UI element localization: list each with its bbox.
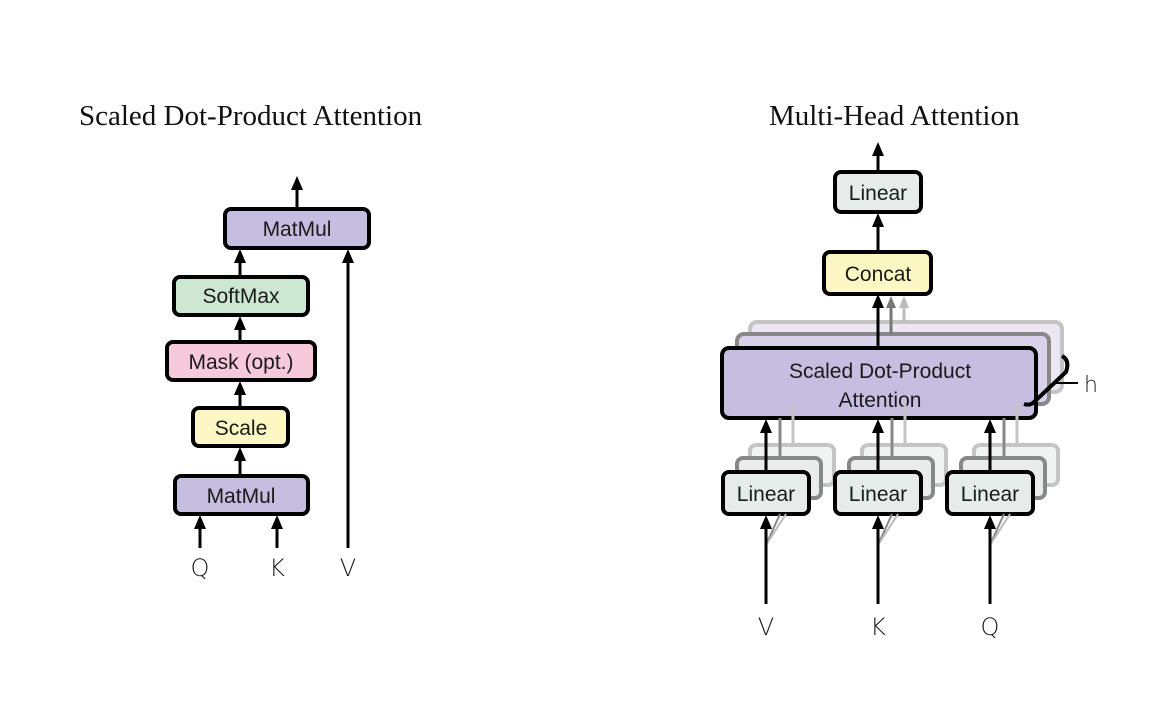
arrowhead-icon — [760, 419, 772, 433]
softmax-rect — [172, 275, 310, 317]
linear-top-block: Linear — [833, 170, 923, 214]
arrowhead-icon — [872, 142, 884, 156]
q-input-label: Q — [191, 554, 210, 582]
linear-top-label: Linear — [849, 182, 907, 205]
arrowhead-icon — [872, 419, 884, 433]
arrowhead-icon — [234, 316, 246, 330]
matmul-bottom-rect — [173, 474, 310, 516]
attention-label-line2: Attention — [839, 389, 922, 412]
matmul-bottom-block: MatMul — [173, 474, 310, 516]
softmax-block: SoftMax — [172, 275, 310, 317]
arrowhead-icon — [342, 249, 354, 263]
arrowhead-icon — [291, 176, 303, 190]
arrowhead-icon — [271, 515, 283, 529]
fan-line — [765, 513, 787, 546]
arrowhead-icon — [234, 249, 246, 263]
linear-k-block: Linear — [833, 470, 923, 516]
matmul-top-block: MatMul — [223, 207, 371, 250]
scale-label: Scale — [215, 417, 268, 440]
multi-head-attention-diagram: Linear Concat Scaled Dot-Product Attenti… — [720, 142, 1098, 641]
softmax-label: SoftMax — [202, 285, 280, 308]
arrowhead-icon — [984, 515, 996, 529]
matmul-top-label: MatMul — [263, 218, 332, 241]
concat-block: Concat — [822, 250, 933, 296]
arrowhead-icon — [234, 447, 246, 461]
mask-label: Mask (opt.) — [188, 351, 293, 374]
input-fan-lines — [765, 513, 1011, 546]
heads-brace-icon — [1023, 354, 1070, 407]
q-input-label: Q — [981, 613, 1000, 641]
concat-rect — [822, 250, 933, 296]
k-input-label: K — [870, 613, 886, 641]
scale-rect — [191, 406, 290, 448]
arrowhead-icon — [872, 213, 884, 227]
heads-label: h — [1084, 373, 1098, 398]
arrowhead-icon — [886, 296, 896, 308]
arrowhead-icon — [194, 515, 206, 529]
k-input-label: K — [269, 554, 285, 582]
arrowhead-icon — [899, 296, 909, 308]
linear-v-label: Linear — [737, 483, 795, 506]
arrowhead-icon — [984, 419, 996, 433]
concat-label: Concat — [845, 263, 912, 286]
linear-to-attention-arrows — [760, 419, 996, 472]
attention-label-line1: Scaled Dot-Product — [789, 360, 971, 383]
linear-q-label: Linear — [961, 483, 1019, 506]
v-input-label: V — [340, 554, 356, 582]
linear-top-rect — [833, 170, 923, 214]
arrowhead-icon — [234, 381, 246, 395]
arrowhead-icon — [872, 294, 884, 308]
arrowhead-icon — [872, 515, 884, 529]
attention-block: Scaled Dot-Product Attention — [720, 346, 1038, 420]
mask-rect — [165, 340, 317, 382]
scaled-dot-product-attention-diagram: MatMul SoftMax Mask (opt.) Scale — [165, 176, 371, 582]
linear-v-block: Linear — [721, 470, 811, 516]
matmul-top-rect — [223, 207, 371, 250]
mask-block: Mask (opt.) — [165, 340, 317, 382]
head-connector-lines — [778, 404, 1019, 458]
fan-line — [989, 513, 1011, 546]
left-diagram-title: Scaled Dot-Product Attention — [79, 100, 423, 132]
scale-block: Scale — [191, 406, 290, 448]
v-input-label: V — [758, 613, 774, 641]
fan-line — [877, 513, 899, 546]
linear-k-label: Linear — [849, 483, 907, 506]
matmul-bottom-label: MatMul — [207, 485, 276, 508]
linear-q-block: Linear — [945, 470, 1035, 516]
arrowhead-icon — [760, 515, 772, 529]
right-diagram-title: Multi-Head Attention — [769, 100, 1020, 132]
